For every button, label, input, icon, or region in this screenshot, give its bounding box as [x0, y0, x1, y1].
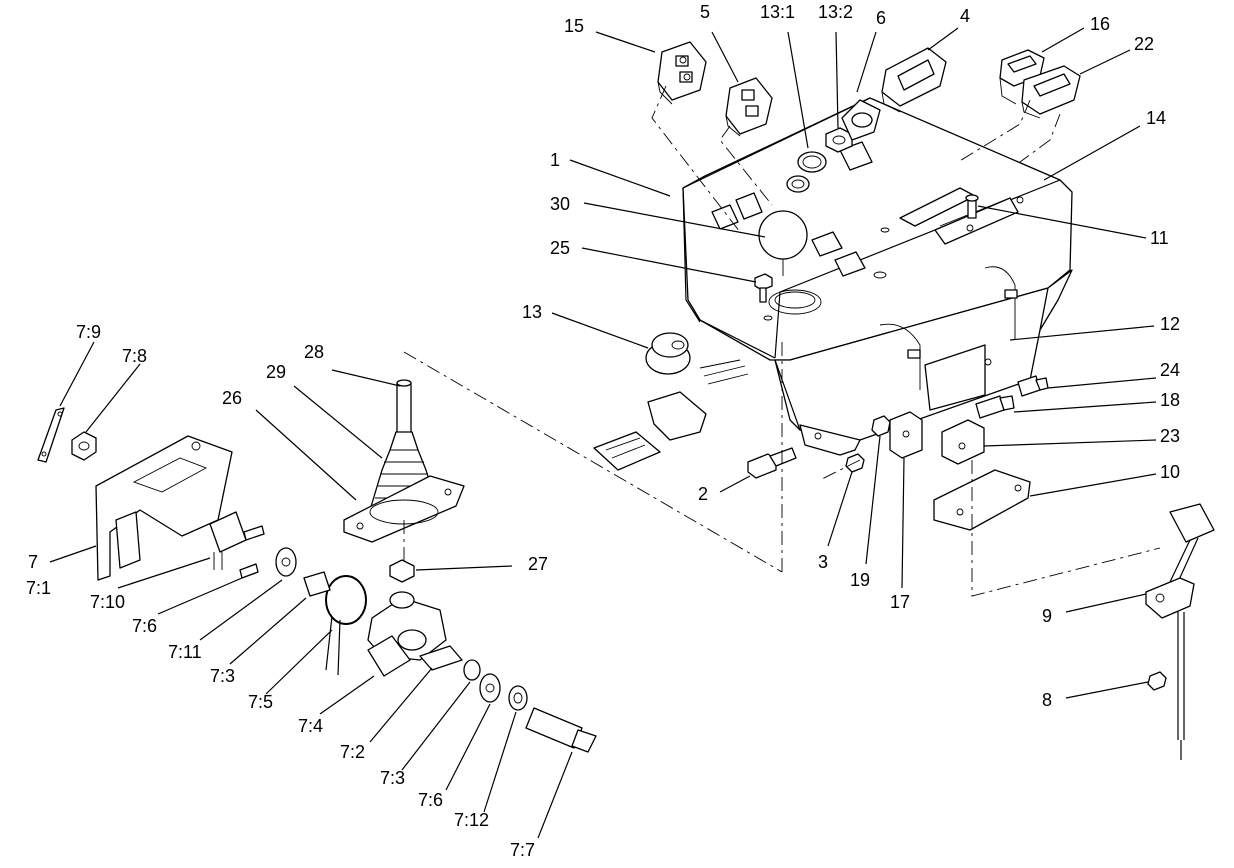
label-3: 3 [818, 552, 828, 572]
washer-7-12 [508, 685, 528, 711]
console-housing [682, 97, 1073, 456]
label-8: 8 [1042, 690, 1052, 710]
nut-7-8 [71, 431, 97, 461]
label-12: 12 [1160, 314, 1180, 334]
label-24: 24 [1160, 360, 1180, 380]
nut-27 [389, 559, 415, 583]
label-7-1: 7:1 [26, 578, 51, 598]
label-23: 23 [1160, 426, 1180, 446]
label-7-3-right: 7:3 [380, 768, 405, 788]
callout-labels: 15 5 13:1 13:2 6 4 16 22 14 1 30 11 25 1… [26, 2, 1180, 860]
label-27: 27 [528, 554, 548, 574]
label-9: 9 [1042, 606, 1052, 626]
label-7-7: 7:7 [510, 840, 535, 860]
microswitch-7-10 [209, 511, 247, 570]
label-13-1: 13:1 [760, 2, 795, 22]
label-10: 10 [1160, 462, 1180, 482]
hour-meter-4 [881, 47, 947, 113]
knob-30 [758, 210, 808, 276]
label-26: 26 [222, 388, 242, 408]
label-25: 25 [550, 238, 570, 258]
label-30: 30 [550, 194, 570, 214]
ring-7-3-right [463, 659, 481, 681]
label-19: 19 [850, 570, 870, 590]
plate-10 [933, 469, 1031, 531]
label-14: 14 [1146, 108, 1166, 128]
bushing-7-2 [419, 645, 463, 671]
label-16: 16 [1090, 14, 1110, 34]
bolt-24 [1017, 375, 1049, 397]
block-17 [889, 411, 923, 459]
switch-15 [657, 41, 707, 105]
label-15: 15 [564, 16, 584, 36]
plate-7-11 [275, 547, 297, 577]
label-5: 5 [700, 2, 710, 22]
label-11: 11 [1150, 228, 1169, 248]
label-7-2: 7:2 [340, 742, 365, 762]
label-7-10: 7:10 [90, 592, 125, 612]
bolt-18 [975, 395, 1015, 419]
screw-2 [747, 447, 797, 479]
label-7-4: 7:4 [298, 716, 323, 736]
label-18: 18 [1160, 390, 1180, 410]
label-1: 1 [550, 150, 560, 170]
label-4: 4 [960, 6, 970, 26]
label-28: 28 [304, 342, 324, 362]
label-7-9: 7:9 [76, 322, 101, 342]
screw-25 [754, 273, 773, 303]
rocker-switch-22 [1021, 65, 1081, 119]
label-6: 6 [876, 8, 886, 28]
label-7-12: 7:12 [454, 810, 489, 830]
key-switch-6 [841, 99, 881, 141]
nut-19 [871, 415, 891, 437]
ring-7-5 [325, 575, 367, 676]
switch-5 [725, 77, 773, 137]
label-7-5: 7:5 [248, 692, 273, 712]
label-29: 29 [266, 362, 286, 382]
label-7-6-left: 7:6 [132, 616, 157, 636]
label-17: 17 [890, 592, 910, 612]
nut-13-2 [825, 127, 853, 153]
label-7-6-right: 7:6 [418, 790, 443, 810]
nut-8 [1147, 671, 1167, 691]
label-13: 13 [522, 302, 542, 322]
bracket-7 [95, 435, 233, 581]
bracket-23 [941, 419, 985, 465]
lever-9 [1145, 503, 1215, 760]
label-7-3-left: 7:3 [210, 666, 235, 686]
indicator-ring-13-1 [786, 151, 827, 193]
label-7-8: 7:8 [122, 346, 147, 366]
connector-harness [593, 359, 749, 471]
label-2: 2 [698, 484, 708, 504]
gimbal-body-7-4 [367, 591, 447, 677]
strip-7-9 [37, 407, 65, 463]
beacon-13 [645, 332, 691, 375]
assembly-lines [403, 85, 1161, 597]
joystick-handle-28 [396, 379, 412, 434]
bushing-7-3-left [303, 571, 331, 597]
leader-lines [49, 27, 1157, 839]
label-7: 7 [28, 552, 38, 572]
plate-7-6-right [479, 673, 501, 703]
shaft-7-7 [525, 707, 597, 753]
label-22: 22 [1134, 34, 1154, 54]
label-13-2: 13:2 [818, 2, 853, 22]
label-7-11: 7:11 [168, 642, 202, 662]
